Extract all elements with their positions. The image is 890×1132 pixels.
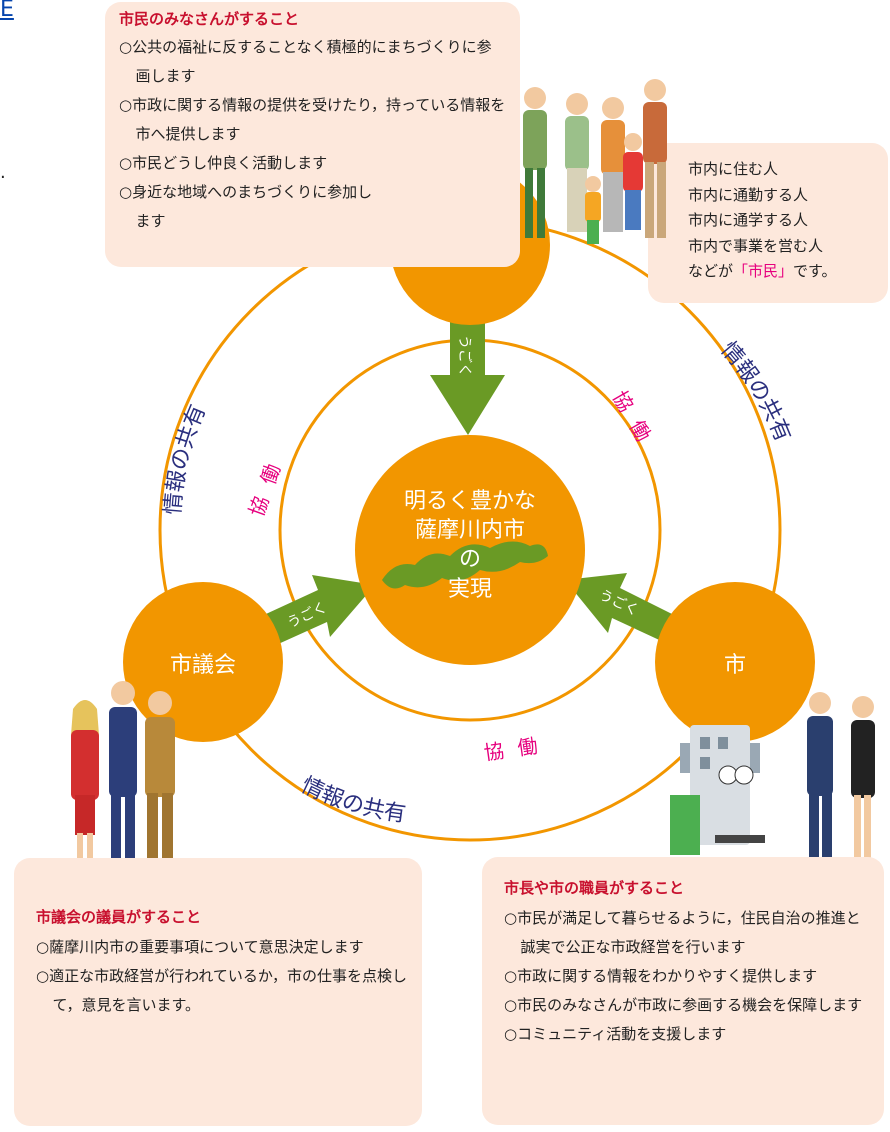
city-box-title: 市長や市の職員がすること	[504, 879, 685, 897]
citizens-item: ○市政に関する情報の提供を受けたり，持っている情報を市へ提供します	[119, 96, 506, 143]
definition-line: 市内に通勤する人	[688, 185, 809, 204]
council-box: 市議会の議員がすること ○薩摩川内市の重要事項について意思決定します ○適正な市…	[14, 858, 422, 1126]
cooperation-right: 協働	[608, 387, 663, 458]
city-map-shape	[382, 541, 548, 589]
city-illustration	[670, 692, 875, 865]
definition-line: 市内で事業を営む人	[688, 236, 824, 255]
citizens-box: 市民のみなさんがすること ○公共の福祉に反することなく積極的にまちづくりに参画し…	[105, 2, 520, 267]
person-figure	[145, 691, 175, 873]
definition-last-line: などが「市民」です。	[688, 259, 872, 285]
person-figure	[565, 93, 589, 232]
corner-dot: .	[0, 162, 6, 183]
person-figure	[643, 79, 667, 238]
citizens-box-title: 市民のみなさんがすること	[119, 10, 300, 28]
person-figure	[807, 692, 833, 863]
citizens-item: ○市民どうし仲良く活動します	[119, 154, 328, 172]
node-council-label: 市議会	[170, 653, 236, 678]
citizens-illustration	[523, 79, 667, 244]
city-item: ○市民のみなさんが市政に参画する機会を保障します	[504, 996, 863, 1014]
council-item: ○適正な市政経営が行われているか，市の仕事を点検して，意見を言います。	[36, 967, 407, 1014]
arrow-from-city: うごく	[565, 573, 678, 645]
city-item: ○市民が満足して暮らせるように，住民自治の推進と誠実で公正な市政経営を行います	[504, 909, 861, 956]
citizen-definition-box: 市内に住む人 市内に通勤する人 市内に通学する人 市内で事業を営む人 などが「市…	[648, 143, 888, 303]
node-city: 市	[655, 582, 815, 742]
center-line-2: 薩摩川内市	[415, 518, 525, 543]
person-figure	[523, 87, 547, 238]
definition-line: 市内に住む人	[688, 160, 779, 178]
person-figure	[851, 696, 875, 865]
center-goal: 明るく豊かな 薩摩川内市 の 実現	[355, 435, 585, 665]
sharing-right: 情報の共有	[716, 338, 795, 446]
person-figure	[623, 133, 643, 230]
center-line-1: 明るく豊かな	[404, 489, 536, 514]
center-line-3: の	[459, 547, 481, 572]
node-city-label: 市	[724, 653, 746, 678]
person-figure	[601, 97, 625, 232]
person-figure	[109, 681, 137, 873]
arrow-from-citizens: うごく	[430, 315, 505, 435]
definition-suffix: です。	[793, 262, 837, 280]
city-box: 市長や市の職員がすること ○市民が満足して暮らせるように，住民自治の推進と誠実で…	[482, 857, 884, 1125]
council-box-title: 市議会の議員がすること	[36, 908, 202, 926]
city-item: ○コミュニティ活動を支援します	[504, 1025, 727, 1043]
corner-link[interactable]: E	[0, 0, 14, 22]
cooperation-bottom: 協働	[482, 732, 553, 765]
citizens-item: ○公共の福祉に反することなく積極的にまちづくりに参画します	[119, 38, 492, 85]
city-hall-mascot	[670, 725, 765, 855]
council-item: ○薩摩川内市の重要事項について意思決定します	[36, 938, 364, 956]
definition-line: 市内に通学する人	[688, 211, 809, 229]
citizens-item: ○身近な地域へのまちづくりに参加します	[119, 183, 373, 230]
sharing-bottom: 情報の共有	[297, 773, 407, 827]
definition-prefix: などが	[688, 262, 734, 280]
person-figure	[585, 176, 601, 244]
council-illustration	[71, 681, 175, 873]
cooperation-left: 協働	[244, 448, 290, 520]
arrow-label-top: うごく	[456, 335, 472, 377]
city-item: ○市政に関する情報をわかりやすく提供します	[504, 967, 818, 985]
definition-highlight: 「市民」	[733, 262, 794, 280]
center-line-4: 実現	[448, 577, 492, 602]
person-figure	[71, 700, 99, 873]
